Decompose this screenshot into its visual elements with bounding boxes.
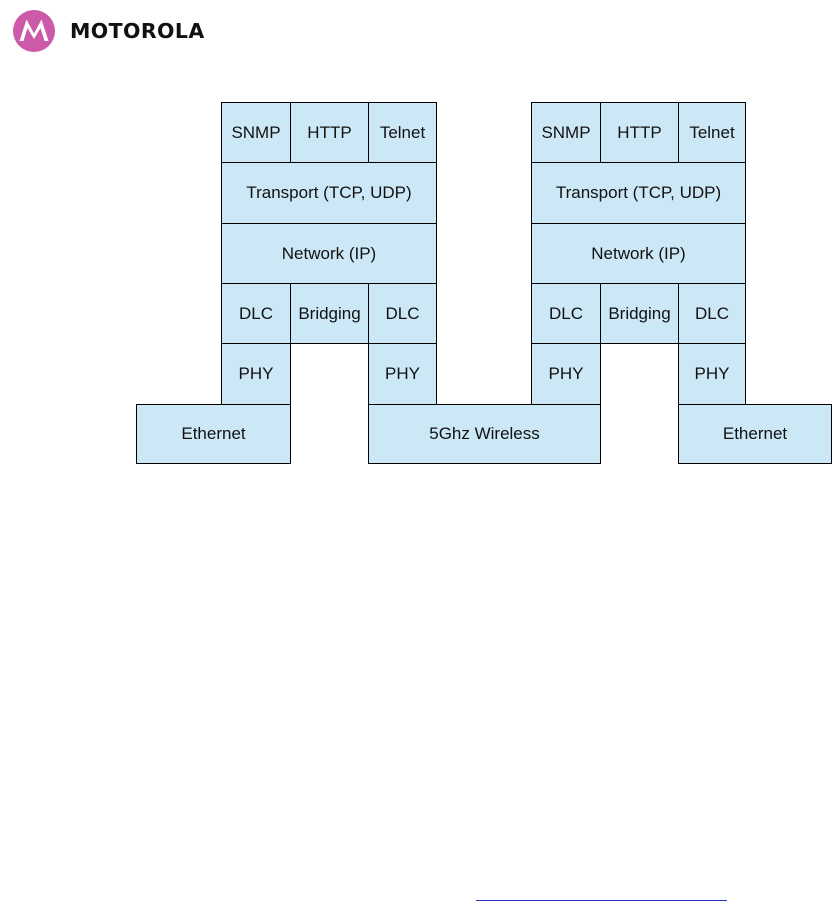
right-bridging-cell: Bridging: [600, 283, 679, 344]
right-http-cell: HTTP: [600, 102, 679, 163]
right-snmp-cell: SNMP: [531, 102, 601, 163]
left-transport-cell: Transport (TCP, UDP): [221, 162, 437, 224]
left-dlc-cell-2: DLC: [368, 283, 437, 344]
left-ethernet-cell: Ethernet: [136, 404, 291, 464]
left-snmp-cell: SNMP: [221, 102, 291, 163]
right-phy-cell-1: PHY: [531, 343, 601, 405]
right-transport-cell: Transport (TCP, UDP): [531, 162, 746, 224]
right-telnet-cell: Telnet: [678, 102, 746, 163]
brand-name: MOTOROLA: [70, 19, 205, 43]
left-bridging-cell: Bridging: [290, 283, 369, 344]
right-phy-cell-2: PHY: [678, 343, 746, 405]
right-ethernet-cell: Ethernet: [678, 404, 832, 464]
left-http-cell: HTTP: [290, 102, 369, 163]
left-phy-cell-2: PHY: [368, 343, 437, 405]
left-phy-cell-1: PHY: [221, 343, 291, 405]
motorola-batwing-icon: [13, 10, 55, 52]
left-dlc-cell-1: DLC: [221, 283, 291, 344]
left-telnet-cell: Telnet: [368, 102, 437, 163]
wireless-link-cell: 5Ghz Wireless: [368, 404, 601, 464]
right-dlc-cell-2: DLC: [678, 283, 746, 344]
left-network-cell: Network (IP): [221, 223, 437, 284]
right-dlc-cell-1: DLC: [531, 283, 601, 344]
right-network-cell: Network (IP): [531, 223, 746, 284]
footer-link[interactable]: [476, 900, 727, 901]
